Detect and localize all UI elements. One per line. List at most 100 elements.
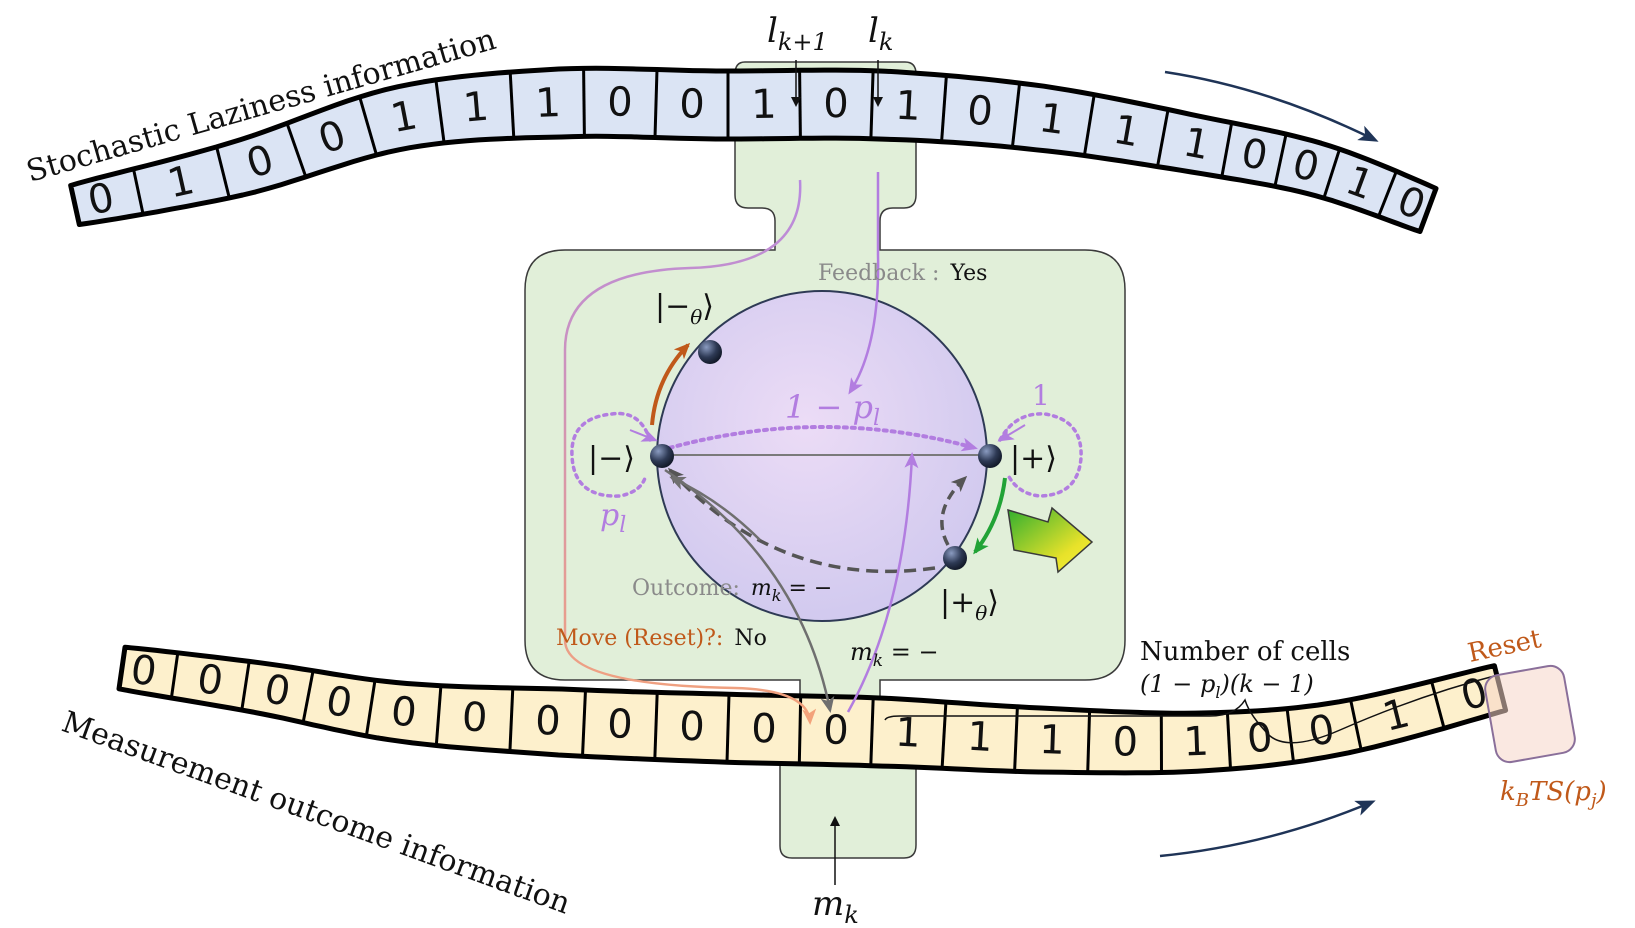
reset-label: Reset bbox=[1465, 624, 1544, 669]
top-tape-cell-divider bbox=[653, 69, 659, 138]
transition-one-minus-pl bbox=[660, 425, 978, 452]
state-ball-minus-theta bbox=[698, 340, 722, 364]
reset-cost-label: kBTS(pj) bbox=[1500, 777, 1607, 811]
state-ball-plus-theta bbox=[943, 546, 967, 570]
state-label-plus-theta: |+θ⟩ bbox=[940, 585, 999, 625]
bottom-tape-cell-divider bbox=[434, 685, 443, 746]
self-loop-plus-head bbox=[997, 424, 1026, 442]
bottom-tape-cell-divider bbox=[117, 646, 127, 690]
state-ball-plus bbox=[978, 444, 1002, 468]
top-tape-cell-divider bbox=[285, 122, 308, 178]
bottom-tape-cell-bit: 1 bbox=[894, 710, 922, 757]
number-of-cells-label: Number of cells bbox=[1140, 637, 1350, 667]
self-loop-plus bbox=[998, 412, 1083, 498]
top-tape-cell-divider bbox=[69, 185, 81, 225]
cells-formula-label: (1 − pl)(k − 1) bbox=[1140, 670, 1314, 702]
bottom-tape-cell-bit: 1 bbox=[966, 714, 994, 761]
bottom-tape-cell-divider bbox=[301, 670, 315, 723]
move-reset-label: Move (Reset)?: No bbox=[556, 626, 767, 651]
state-label-minus-theta: |−θ⟩ bbox=[655, 289, 714, 329]
bottom-tape-cell-bit: 0 bbox=[1245, 715, 1274, 763]
mk-eq-label: mk = − bbox=[850, 638, 939, 671]
bottom-tape-cell-bit: 0 bbox=[534, 698, 562, 745]
top-tape-cell-divider bbox=[1377, 170, 1398, 218]
top-tape-cell-divider bbox=[1156, 109, 1170, 167]
rotation-plus-to-plus-theta bbox=[973, 477, 1007, 555]
state-ball-minus bbox=[650, 444, 674, 468]
outcome-line bbox=[664, 468, 835, 713]
pointer-m-k: mk bbox=[812, 884, 859, 928]
bottom-tape-cell-bit: 0 bbox=[679, 704, 706, 751]
state-label-plus: |+⟩ bbox=[1010, 441, 1057, 476]
top-tape-cell-divider bbox=[1220, 122, 1234, 178]
move-reset-line bbox=[563, 179, 817, 725]
dashed-plus-theta-to-plus bbox=[940, 475, 968, 546]
top-tape-cell-divider bbox=[1418, 187, 1438, 233]
bottom-tape-cell-divider bbox=[240, 661, 251, 711]
top-tape-cell-divider bbox=[940, 75, 948, 142]
top-tape-cell-bit: 1 bbox=[461, 84, 490, 132]
bottom-tape-cell-bit: 0 bbox=[461, 694, 489, 741]
top-tape-cell-bit: 1 bbox=[534, 80, 561, 127]
bottom-tape-cell-divider bbox=[1430, 680, 1446, 729]
outcome-label: Outcome: mk = − bbox=[632, 576, 832, 605]
cells-brace bbox=[884, 674, 1499, 744]
bottom-tape-cell-divider bbox=[725, 694, 731, 763]
pointer-l-k-plus-1: lk+1 bbox=[767, 11, 828, 56]
bottom-tape-cell-divider bbox=[1225, 712, 1232, 770]
dashed-plus-theta-to-minus bbox=[667, 467, 936, 574]
top-tape-cell-divider bbox=[508, 72, 516, 139]
top-tape-cell-bit: 0 bbox=[607, 79, 633, 125]
top-tape-cell-divider bbox=[1082, 94, 1096, 156]
bottom-tape-cell-bit: 0 bbox=[606, 701, 633, 748]
bottom-tape-cell-divider bbox=[364, 679, 377, 737]
top-tape-cell-bit: 0 bbox=[679, 81, 706, 128]
bottom-tape-cell-divider bbox=[653, 692, 659, 760]
feedback-line bbox=[848, 172, 880, 395]
top-tape-cell-bit: 1 bbox=[894, 83, 922, 130]
top-tape-cell-divider bbox=[1322, 148, 1342, 199]
pointer-l-k: lk bbox=[868, 11, 893, 56]
top-tape-cell-divider bbox=[798, 70, 802, 139]
top-tape-cell-divider bbox=[434, 79, 446, 144]
top-tape-cell-bit: 0 bbox=[965, 87, 995, 135]
bottom-tape-cell-divider bbox=[1086, 710, 1092, 773]
self-loop-minus-head bbox=[629, 428, 658, 442]
feedback-label: Feedback : Yes bbox=[818, 261, 987, 286]
top-tape-cell-divider bbox=[1010, 82, 1022, 148]
top-tape-cell-divider bbox=[1273, 133, 1288, 187]
top-tape-cell-bit: 1 bbox=[1036, 95, 1067, 144]
reset-highlight bbox=[1484, 664, 1576, 764]
top-tape-cell-divider bbox=[358, 96, 378, 156]
bottom-tape-cell-divider bbox=[1285, 708, 1295, 763]
top-tape-cell-divider bbox=[869, 70, 875, 139]
bottom-tape-cell-divider bbox=[940, 702, 948, 769]
bottom-tape-cell-bit: 0 bbox=[128, 647, 160, 696]
work-output-arrow bbox=[1007, 506, 1094, 574]
one-label: 1 bbox=[1032, 379, 1050, 412]
bottom-tape-cell-divider bbox=[581, 689, 587, 757]
bottom-tape-cell-divider bbox=[869, 697, 875, 766]
top-tape-cell-bit: 0 bbox=[823, 81, 849, 127]
bottom-tape-cell-bit: 1 bbox=[1039, 717, 1066, 764]
top-tape-cell-divider bbox=[582, 68, 586, 137]
bottom-tape-cell-bit: 0 bbox=[751, 706, 777, 753]
bottom-tape-cell-divider bbox=[797, 695, 803, 764]
bottom-tape-cell-bit: 0 bbox=[1112, 719, 1138, 765]
state-label-minus: |−⟩ bbox=[588, 441, 635, 476]
bottom-tape-cell-divider bbox=[1349, 699, 1363, 751]
rotation-minus-to-minus-theta bbox=[650, 342, 691, 426]
top-tape-motion-arrow bbox=[1164, 70, 1379, 142]
bottom-tape-cell-bit: 0 bbox=[823, 707, 850, 754]
outcome-return-arrow bbox=[669, 476, 761, 541]
bottom-tape-cell-divider bbox=[169, 652, 180, 699]
top-tape-cell-divider bbox=[215, 146, 231, 199]
top-tape-cell-divider bbox=[132, 168, 145, 215]
bottom-tape-motion-arrow bbox=[1159, 800, 1376, 858]
bottom-tape-cell-bit: 1 bbox=[1183, 719, 1210, 766]
self-loop-minus bbox=[570, 411, 652, 498]
one-minus-pl-label: 1 − pl bbox=[785, 388, 880, 431]
